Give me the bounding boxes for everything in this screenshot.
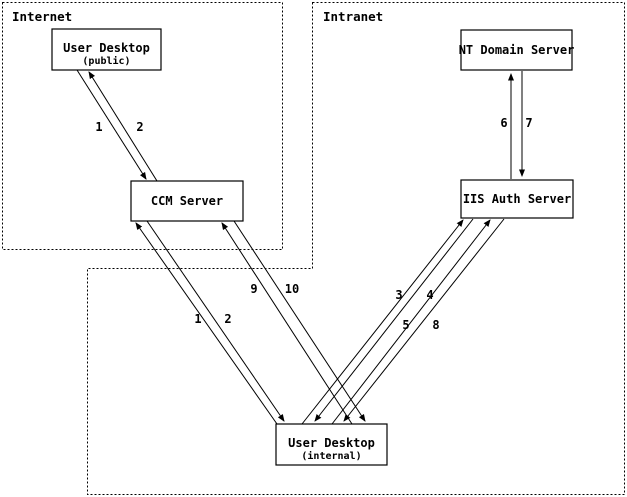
flow-line-2-ccm-to-internal-desktop xyxy=(146,220,285,422)
nt-domain-server-box xyxy=(460,29,573,71)
flow-labels: 1 2 1 2 9 10 3 4 5 8 6 7 xyxy=(95,116,532,332)
user-desktop-internal-box xyxy=(275,423,388,466)
node-user-desktop-public: User Desktop (public) xyxy=(51,28,162,71)
node-nt-domain-server: NT Domain Server xyxy=(459,29,575,71)
iis-auth-server-title: IIS Auth Server xyxy=(463,192,571,206)
flow-label-1-internal: 1 xyxy=(194,312,201,326)
flow-label-1-public: 1 xyxy=(95,120,102,134)
flow-line-10-ccm-to-internal-desktop xyxy=(233,220,366,422)
user-desktop-public-subtitle: (public) xyxy=(82,55,130,67)
intranet-and-internal-zone-border xyxy=(87,2,625,495)
flow-line-2-ccm-to-public-desktop xyxy=(88,71,158,182)
flow-line-5-internal-desktop-to-iis xyxy=(331,219,491,425)
internet-zone-border xyxy=(2,2,283,250)
ccm-server-title: CCM Server xyxy=(151,194,223,208)
flow-label-4: 4 xyxy=(426,288,433,302)
ccm-server-box xyxy=(130,180,244,222)
nt-domain-server-title: NT Domain Server xyxy=(459,43,575,57)
flow-line-4-iis-to-internal-desktop xyxy=(314,218,474,422)
flow-lines xyxy=(76,69,525,425)
user-desktop-internal-title: User Desktop xyxy=(288,436,375,450)
user-desktop-public-box xyxy=(51,28,162,71)
flow-label-9: 9 xyxy=(250,282,257,296)
iis-auth-server-box xyxy=(460,179,574,219)
flow-label-7: 7 xyxy=(525,116,532,130)
flow-line-9-internal-desktop-to-ccm xyxy=(221,222,353,425)
flow-line-3-internal-desktop-to-iis xyxy=(301,219,464,425)
user-desktop-public-title: User Desktop xyxy=(63,41,150,55)
flow-label-8: 8 xyxy=(432,318,439,332)
user-desktop-internal-subtitle: (internal) xyxy=(301,450,361,462)
intranet-zone-label: Intranet xyxy=(323,9,383,24)
flow-label-5: 5 xyxy=(402,318,409,332)
node-ccm-server: CCM Server xyxy=(130,180,244,222)
flow-line-1-internal-desktop-to-ccm xyxy=(135,222,278,425)
flow-label-2-internal: 2 xyxy=(224,312,231,326)
flow-label-10: 10 xyxy=(285,282,299,296)
flow-label-6: 6 xyxy=(500,116,507,130)
node-user-desktop-internal: User Desktop (internal) xyxy=(275,423,388,466)
flow-label-2-public: 2 xyxy=(136,120,143,134)
flow-line-1-public-desktop-to-ccm xyxy=(76,69,147,180)
flow-label-3: 3 xyxy=(395,288,402,302)
internet-zone-label: Internet xyxy=(12,9,72,24)
flow-line-8-iis-to-internal-desktop xyxy=(343,218,505,422)
node-iis-auth-server: IIS Auth Server xyxy=(460,179,574,219)
